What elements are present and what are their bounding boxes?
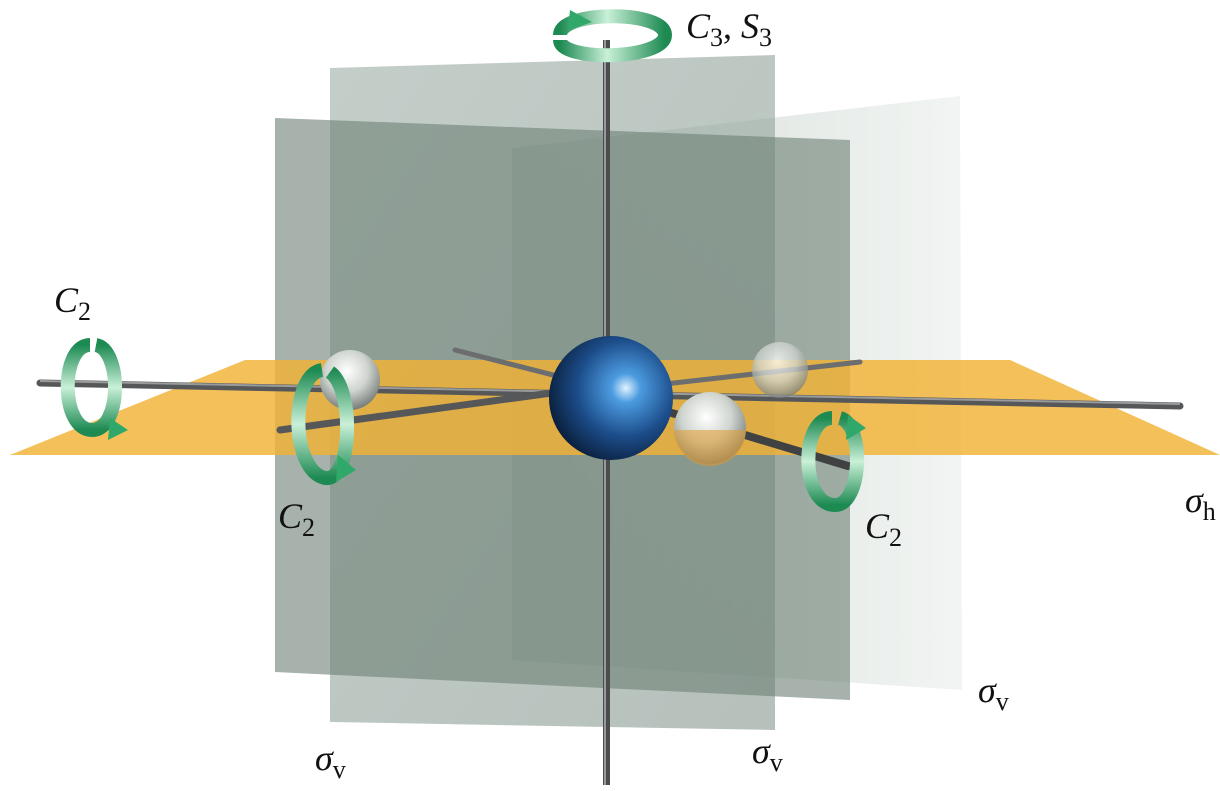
sigma-h-label: σh (1185, 480, 1216, 526)
sigma-v-label-mid: σv (752, 731, 783, 777)
c2-label-left: C2 (54, 280, 91, 326)
c2-label-right: C2 (865, 506, 902, 552)
c2-rotation-arrow-right (801, 411, 866, 513)
sigma-v-label-right: σv (978, 670, 1009, 716)
c2-rotation-arrow-front (291, 363, 356, 485)
c2-label-front: C2 (278, 496, 315, 542)
c2-rotation-arrow-left (60, 338, 128, 440)
ligand-atom-back (752, 342, 808, 398)
central-atom (549, 336, 673, 460)
c3-rotation-arrow (553, 9, 673, 63)
ligand-atom-left (320, 350, 380, 410)
c3-s3-label: C3, S3 (686, 6, 772, 52)
sigma-v-label-left: σv (315, 738, 346, 784)
